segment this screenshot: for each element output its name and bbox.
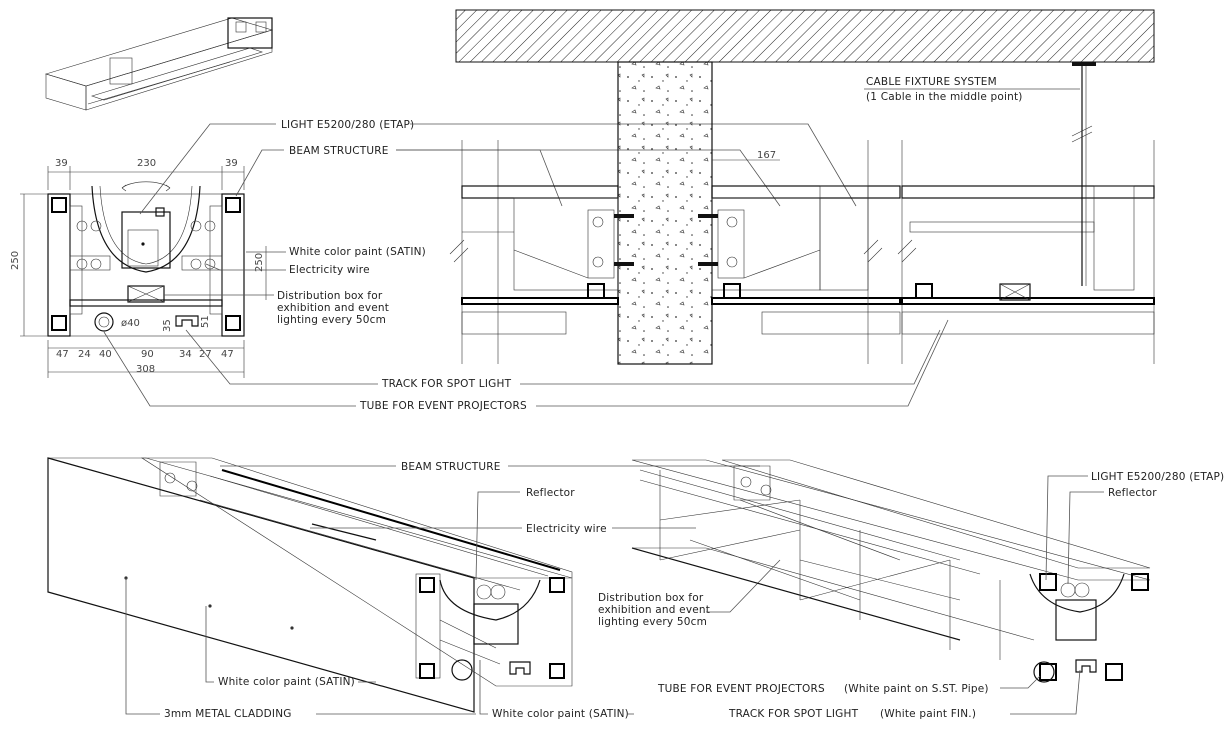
label-cladding: 3mm METAL CLADDING <box>164 708 292 720</box>
leaders-bottom-left <box>125 465 781 715</box>
dim-total: 308 <box>136 364 155 375</box>
dim-bottom-1: 47 <box>56 349 69 360</box>
label-tube-bottom-note: (White paint on S.ST. Pipe) <box>844 683 989 695</box>
label-white-paint-b1: White color paint (SATIN) <box>218 676 355 688</box>
dim-167: 167 <box>757 150 776 161</box>
dim-height-left: 250 <box>10 251 21 270</box>
label-beam-top: BEAM STRUCTURE <box>289 145 389 157</box>
label-cable-title: CABLE FIXTURE SYSTEM <box>866 76 997 88</box>
label-dist-bottom-2: exhibition and event <box>598 604 710 616</box>
dim-bottom-7: 47 <box>221 349 234 360</box>
label-tube-bottom: TUBE FOR EVENT PROJECTORS <box>657 683 825 695</box>
dim-bottom-2: 24 <box>78 349 91 360</box>
label-beam-bottom: BEAM STRUCTURE <box>401 461 501 473</box>
label-reflector-left: Reflector <box>526 487 575 499</box>
label-reflector-right: Reflector <box>1108 487 1157 499</box>
dim-diameter: ø40 <box>121 318 140 329</box>
label-electricity-top: Electricity wire <box>289 264 370 276</box>
dim-bottom-3: 40 <box>99 349 112 360</box>
label-tube-top: TUBE FOR EVENT PROJECTORS <box>359 400 527 412</box>
dim-height-right: 250 <box>254 253 265 272</box>
dim-bottom-5: 34 <box>179 349 192 360</box>
label-light-top: LIGHT E5200/280 (ETAP) <box>281 119 414 131</box>
iso-left <box>47 457 573 713</box>
dim-top-2: 230 <box>137 158 156 169</box>
label-dist-bottom-1: Distribution box for <box>598 592 704 604</box>
label-dist-top-1: Distribution box for <box>277 290 383 302</box>
label-dist-bottom-3: lighting every 50cm <box>598 616 707 628</box>
label-track-top: TRACK FOR SPOT LIGHT <box>381 378 512 390</box>
dim-51: 51 <box>200 315 211 328</box>
dim-bottom-6: 27 <box>199 349 212 360</box>
dim-bottom-4: 90 <box>141 349 154 360</box>
label-track-bottom-note: (White paint FIN.) <box>880 708 976 720</box>
label-cable-sub: (1 Cable in the middle point) <box>866 91 1023 103</box>
elevation-drawing: 167 <box>449 9 1155 365</box>
label-white-paint-top: White color paint (SATIN) <box>289 246 426 258</box>
dim-top-3: 39 <box>225 158 238 169</box>
leaders-bottom-right <box>1000 475 1104 715</box>
leaders-top <box>103 123 949 407</box>
label-electricity-bottom: Electricity wire <box>526 523 607 535</box>
label-dist-top-3: lighting every 50cm <box>277 314 386 326</box>
iso-thumbnail <box>44 17 274 111</box>
section-drawing: 39 230 39 250 250 ø40 35 51 47 24 40 90 … <box>10 158 267 378</box>
label-dist-top-2: exhibition and event <box>277 302 389 314</box>
dim-35: 35 <box>162 319 173 332</box>
dim-top-1: 39 <box>55 158 68 169</box>
iso-right <box>631 459 1151 683</box>
label-light-right: LIGHT E5200/280 (ETAP) <box>1091 471 1224 483</box>
label-track-bottom: TRACK FOR SPOT LIGHT <box>728 708 859 720</box>
label-white-paint-b2: White color paint (SATIN) <box>492 708 629 720</box>
